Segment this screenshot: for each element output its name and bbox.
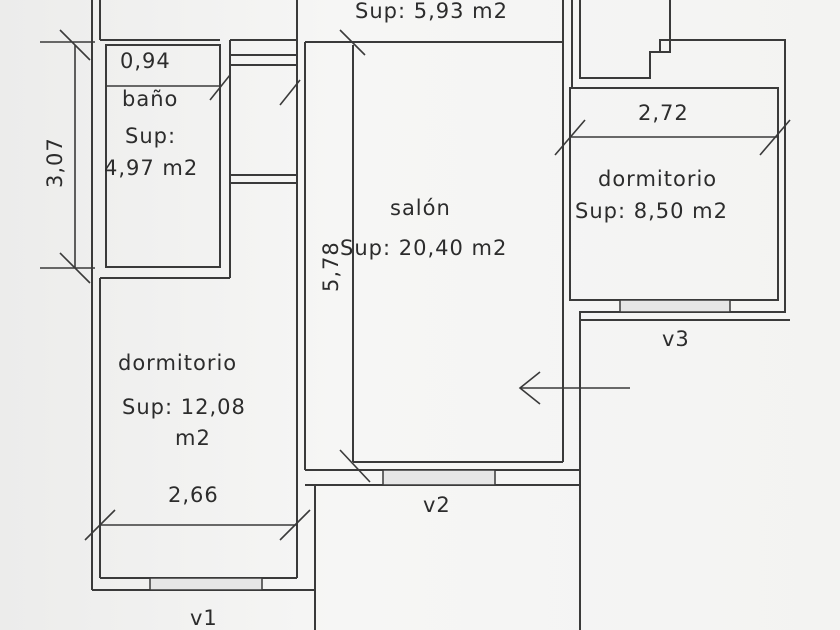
bathroom-area: 4,97 m2 [104, 156, 198, 180]
corridor-area: Sup: 5,93 m2 [355, 0, 508, 23]
salon-name: salón [390, 196, 451, 220]
bathroom-width: 0,94 [120, 49, 171, 73]
walls [74, 0, 790, 630]
window-v1-label: v1 [190, 606, 218, 630]
window-v2-label: v2 [423, 493, 451, 517]
window-v3 [619, 299, 731, 313]
salon-height: 5,78 [319, 241, 343, 292]
bedroom-left-width: 2,66 [168, 483, 219, 507]
bedroom-right-name: dormitorio [598, 167, 717, 191]
bedroom-left-area-unit: m2 [175, 426, 211, 450]
window-v1 [149, 577, 263, 591]
dimension-ticks [40, 29, 791, 541]
bedroom-left-name: dormitorio [118, 351, 237, 375]
salon-area: Sup: 20,40 m2 [340, 236, 507, 260]
window-v2 [382, 469, 496, 486]
bedroom-right-area: Sup: 8,50 m2 [575, 199, 728, 223]
window-v3-label: v3 [662, 327, 690, 351]
bathroom-height: 3,07 [43, 137, 67, 188]
bedroom-left-area: Sup: 12,08 [122, 395, 246, 419]
bedroom-right-width: 2,72 [638, 101, 689, 125]
bathroom-name: baño [122, 87, 178, 111]
windows [149, 299, 731, 591]
bathroom-area-label: Sup: [125, 124, 176, 148]
arrow-icon [518, 371, 630, 405]
